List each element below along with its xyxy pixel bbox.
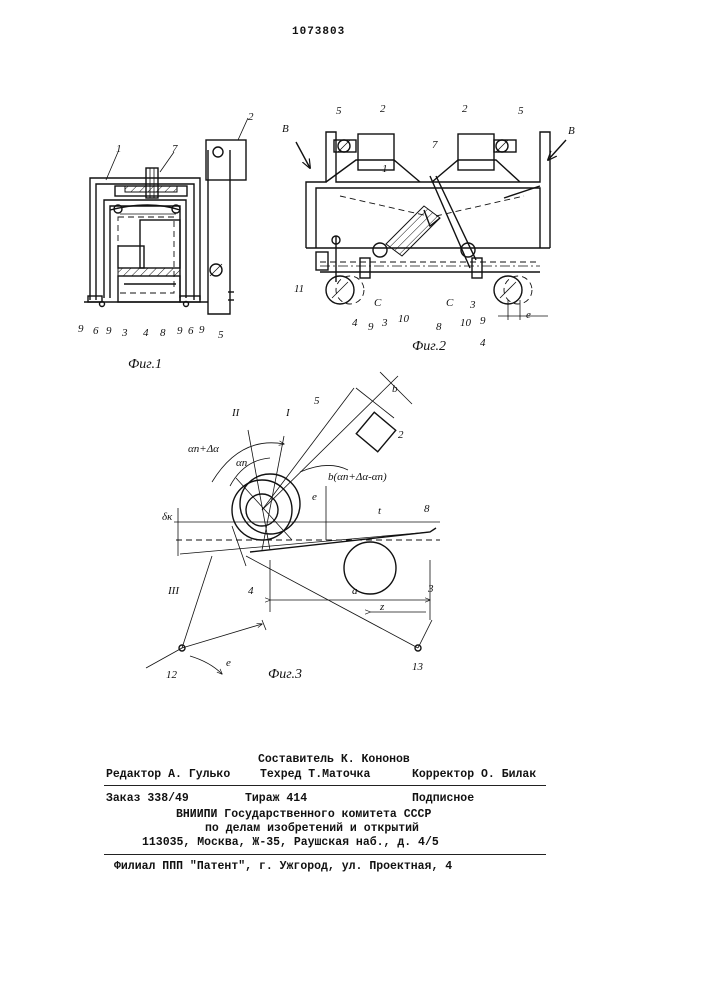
- svg-text:4: 4: [480, 337, 486, 349]
- imprint-rule-bottom: [104, 854, 546, 855]
- svg-text:2: 2: [462, 103, 468, 115]
- svg-text:5: 5: [518, 105, 524, 117]
- svg-text:3: 3: [427, 583, 434, 595]
- figure-2-caption: Фиг.2: [412, 339, 446, 354]
- svg-text:αn+Δα: αn+Δα: [188, 443, 219, 455]
- figure-1-caption: Фиг.1: [128, 357, 162, 372]
- svg-text:5: 5: [314, 395, 320, 407]
- figure-3: II I 5 b 2 αn+Δα αn b(αn+Δα-αn) e δк t 8…: [146, 372, 440, 682]
- imprint-branch: Филиал ППП "Патент", г. Ужгород, ул. Про…: [114, 860, 452, 873]
- imprint-org-address: 113035, Москва, Ж-35, Раушская наб., д. …: [142, 836, 439, 849]
- svg-text:6: 6: [188, 325, 194, 337]
- svg-text:e: e: [312, 491, 317, 503]
- svg-text:3: 3: [121, 327, 128, 339]
- imprint-circulation: Тираж 414: [245, 792, 307, 805]
- svg-text:I: I: [285, 407, 291, 419]
- imprint-corrector: Корректор О. Билак: [412, 768, 536, 781]
- svg-text:9: 9: [106, 325, 112, 337]
- imprint-editor: Редактор А. Гулько: [106, 768, 230, 781]
- svg-text:5: 5: [218, 329, 224, 341]
- svg-text:8: 8: [424, 503, 430, 515]
- svg-text:10: 10: [398, 313, 410, 325]
- figure-1: 1 7 2 9 6 9 3 4 8 9 6 9 5 Фиг.1: [78, 111, 254, 372]
- svg-text:4: 4: [248, 585, 254, 597]
- svg-text:12: 12: [166, 669, 178, 681]
- svg-text:C: C: [374, 297, 382, 309]
- svg-text:5: 5: [336, 105, 342, 117]
- svg-text:t: t: [378, 505, 382, 517]
- svg-text:III: III: [167, 585, 180, 597]
- svg-text:e: e: [226, 657, 231, 669]
- svg-text:4: 4: [352, 317, 358, 329]
- svg-text:b(αn+Δα-αn): b(αn+Δα-αn): [328, 471, 387, 483]
- svg-text:B: B: [568, 125, 575, 137]
- svg-text:13: 13: [412, 661, 424, 673]
- svg-text:3: 3: [469, 299, 476, 311]
- svg-text:9: 9: [199, 324, 205, 336]
- svg-text:7: 7: [172, 143, 178, 155]
- svg-text:8: 8: [160, 327, 166, 339]
- svg-text:6: 6: [93, 325, 99, 337]
- svg-text:10: 10: [460, 317, 472, 329]
- svg-text:1: 1: [382, 163, 388, 175]
- imprint-org-line2: по делам изобретений и открытий: [205, 822, 419, 835]
- svg-text:9: 9: [480, 315, 486, 327]
- svg-text:2: 2: [398, 429, 404, 441]
- svg-text:7: 7: [432, 139, 438, 151]
- svg-text:δк: δк: [162, 511, 173, 523]
- imprint-techred: Техред Т.Маточка: [260, 768, 370, 781]
- imprint-subscription: Подписное: [412, 792, 474, 805]
- svg-text:C: C: [446, 297, 454, 309]
- svg-text:2: 2: [380, 103, 386, 115]
- figure-3-caption: Фиг.3: [268, 667, 302, 682]
- imprint-org-line1: ВНИИПИ Государственного комитета СССР: [176, 808, 431, 821]
- svg-text:a: a: [352, 585, 358, 597]
- svg-text:4: 4: [143, 327, 149, 339]
- imprint-compiler: Составитель К. Кононов: [258, 753, 410, 766]
- svg-text:e: e: [526, 309, 531, 321]
- figure-2: 5 2 2 5 B B 1 7 11 4 9 3 10 C 8 C 10 3 9…: [282, 103, 575, 354]
- svg-text:2: 2: [248, 111, 254, 123]
- svg-text:II: II: [231, 407, 241, 419]
- svg-text:8: 8: [436, 321, 442, 333]
- svg-text:9: 9: [368, 321, 374, 333]
- svg-text:αn: αn: [236, 457, 248, 469]
- svg-text:b: b: [392, 383, 398, 395]
- svg-text:3: 3: [381, 317, 388, 329]
- svg-text:z: z: [379, 601, 385, 613]
- svg-text:9: 9: [177, 325, 183, 337]
- svg-text:11: 11: [294, 283, 304, 295]
- svg-text:B: B: [282, 123, 289, 135]
- svg-text:1: 1: [116, 143, 122, 155]
- imprint-rule-top: [104, 785, 546, 786]
- svg-text:9: 9: [78, 323, 84, 335]
- imprint-order: Заказ 338/49: [106, 792, 189, 805]
